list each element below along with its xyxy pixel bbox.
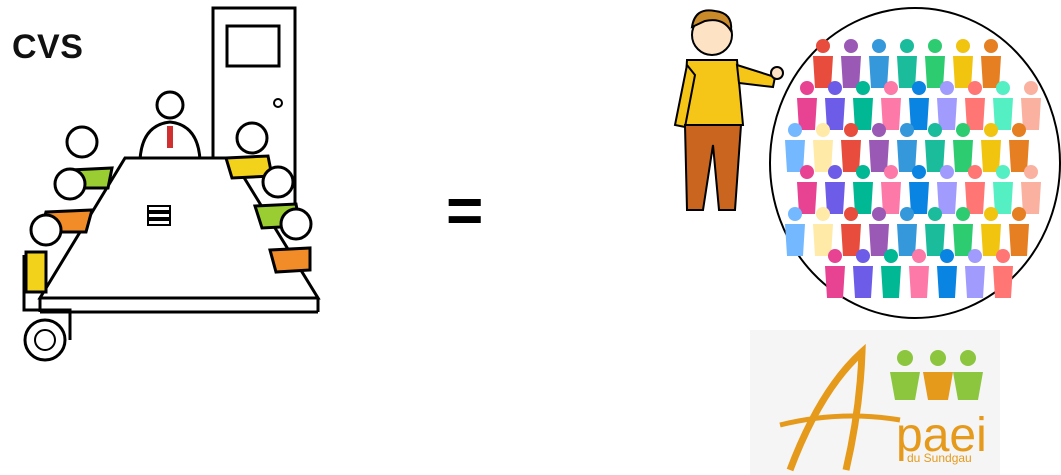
crowd-person-head (844, 207, 858, 221)
crowd-person-head (900, 207, 914, 221)
crowd-person-head (940, 249, 954, 263)
crowd-person-head (940, 165, 954, 179)
crowd-person-head (940, 81, 954, 95)
crowd-person-head (984, 39, 998, 53)
crowd-person-head (844, 39, 858, 53)
papers-icon (148, 206, 170, 225)
crowd-person-head (872, 123, 886, 137)
crowd-person-head (968, 165, 982, 179)
crowd-person-head (956, 39, 970, 53)
crowd-person-head (872, 207, 886, 221)
crowd-person-head (1012, 123, 1026, 137)
crowd-person-head (856, 81, 870, 95)
crowd-person-body (881, 266, 901, 298)
crowd-person-head (956, 123, 970, 137)
crowd-person-body (937, 266, 957, 298)
crowd-person-head (856, 165, 870, 179)
crowd-person-body (853, 266, 873, 298)
crowd-person-head (828, 249, 842, 263)
crowd-person-head (912, 165, 926, 179)
crowd-person-head (816, 39, 830, 53)
equals-sign: = (446, 178, 483, 242)
crowd-person-head (928, 207, 942, 221)
crowd-person-head (984, 207, 998, 221)
crowd-person-head (912, 81, 926, 95)
crowd-person-body (909, 266, 929, 298)
crowd-person-head (996, 81, 1010, 95)
crowd-person-head (956, 207, 970, 221)
crowd-person-head (984, 123, 998, 137)
crowd-person-head (816, 123, 830, 137)
crowd-person-body (825, 266, 845, 298)
logo-figures (890, 350, 983, 400)
presenter-icon (665, 5, 805, 220)
logo-subtitle: du Sundgau (907, 451, 972, 465)
crowd-person-head (884, 81, 898, 95)
crowd-person-head (1024, 81, 1038, 95)
crowd-person-head (968, 81, 982, 95)
crowd-person-head (900, 123, 914, 137)
crowd-person-body (993, 266, 1013, 298)
crowd-person-head (828, 81, 842, 95)
crowd-person-body (785, 224, 805, 256)
crowd-person-head (928, 39, 942, 53)
crowd-person-head (968, 249, 982, 263)
crowd-person-head (884, 249, 898, 263)
crowd-person-head (816, 207, 830, 221)
crowd-person-body (1009, 224, 1029, 256)
crowd-person-body (965, 266, 985, 298)
meeting-table-illustration (0, 0, 330, 380)
crowd-person-head (844, 123, 858, 137)
crowd-person-head (900, 39, 914, 53)
crowd-person-head (828, 165, 842, 179)
crowd-person-head (884, 165, 898, 179)
chair-person-back (140, 92, 200, 160)
crowd-person-head (996, 249, 1010, 263)
crowd-person-head (1012, 207, 1026, 221)
crowd-person-head (856, 249, 870, 263)
crowd-person-head (996, 165, 1010, 179)
crowd-person-head (928, 123, 942, 137)
crowd-person-head (1024, 165, 1038, 179)
crowd-person-head (912, 249, 926, 263)
crowd-person-head (872, 39, 886, 53)
